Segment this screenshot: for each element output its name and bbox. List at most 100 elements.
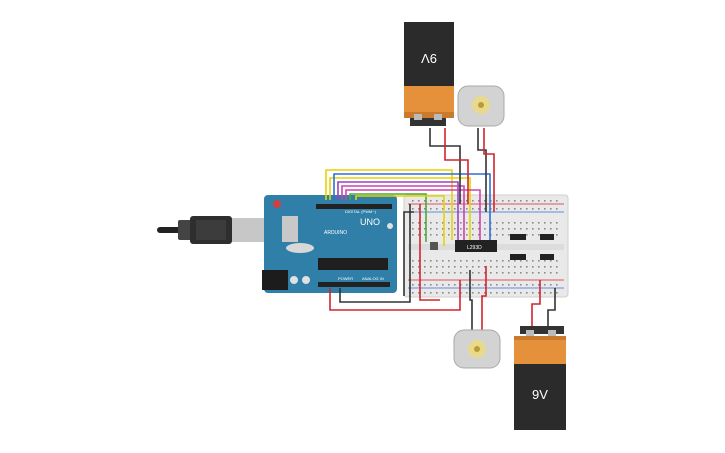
breadboard-hole (496, 260, 498, 262)
breadboard-hole (418, 200, 420, 202)
breadboard-hole (496, 266, 498, 268)
usb-cable[interactable] (157, 216, 270, 244)
breadboard-hole (478, 292, 480, 294)
breadboard-hole (454, 272, 456, 274)
breadboard-hole (526, 228, 528, 230)
breadboard-hole (484, 292, 486, 294)
breadboard-hole (418, 272, 420, 274)
breadboard-hole (556, 272, 558, 274)
breadboard-hole (520, 292, 522, 294)
breadboard-hole (532, 222, 534, 224)
breadboard-hole (430, 208, 432, 210)
breadboard-hole (466, 272, 468, 274)
breadboard-hole (418, 222, 420, 224)
breadboard-hole (538, 208, 540, 210)
breadboard-hole (448, 272, 450, 274)
breadboard-hole (430, 284, 432, 286)
breadboard-hole (514, 208, 516, 210)
breadboard-hole (550, 260, 552, 262)
breadboard-hole (502, 284, 504, 286)
reset-button[interactable] (273, 200, 281, 208)
arduino-brand: ARDUINO (324, 230, 347, 236)
breadboard-hole (472, 200, 474, 202)
breadboard-hole (502, 260, 504, 262)
breadboard-hole (454, 208, 456, 210)
breadboard-hole (484, 260, 486, 262)
breadboard-hole (550, 266, 552, 268)
breadboard-hole (520, 222, 522, 224)
breadboard-hole (478, 284, 480, 286)
breadboard-hole (514, 200, 516, 202)
breadboard-hole (424, 272, 426, 274)
breadboard-hole (466, 266, 468, 268)
breadboard-hole (496, 272, 498, 274)
breadboard-hole (412, 222, 414, 224)
power-wires (329, 128, 556, 332)
breadboard-hole (556, 266, 558, 268)
breadboard-hole (550, 292, 552, 294)
battery-bottom[interactable]: 9V (514, 326, 566, 430)
breadboard-hole (502, 208, 504, 210)
breadboard-hole (526, 272, 528, 274)
breadboard-hole (538, 266, 540, 268)
breadboard-hole (538, 222, 540, 224)
breadboard-hole (448, 222, 450, 224)
breadboard-hole (556, 222, 558, 224)
breadboard-hole (514, 266, 516, 268)
breadboard-hole (430, 272, 432, 274)
breadboard-hole (430, 234, 432, 236)
breadboard-hole (508, 200, 510, 202)
breadboard-hole (526, 208, 528, 210)
breadboard-hole (532, 260, 534, 262)
breadboard-hole (430, 292, 432, 294)
motor-top[interactable] (457, 85, 505, 127)
breadboard-hole (412, 284, 414, 286)
breadboard-hole (442, 272, 444, 274)
breadboard-hole (430, 266, 432, 268)
breadboard-hole (436, 200, 438, 202)
breadboard-hole (502, 222, 504, 224)
breadboard-hole (478, 200, 480, 202)
breadboard-hole (448, 234, 450, 236)
push-button[interactable] (430, 242, 438, 250)
breadboard-hole (508, 208, 510, 210)
l293d-chip[interactable] (455, 240, 497, 252)
breadboard-hole (508, 292, 510, 294)
breadboard-hole (526, 200, 528, 202)
breadboard-hole (460, 260, 462, 262)
breadboard-hole (460, 234, 462, 236)
motor-bottom[interactable] (453, 329, 501, 369)
breadboard-hole (526, 292, 528, 294)
battery-top[interactable]: 9V (404, 22, 454, 126)
breadboard-hole (448, 200, 450, 202)
breadboard-hole (478, 266, 480, 268)
breadboard-hole (514, 260, 516, 262)
breadboard-hole (466, 292, 468, 294)
breadboard-hole (424, 284, 426, 286)
arduino-uno-board[interactable]: UNO ARDUINO DIGITAL (PWM~) POWER ANALOG … (262, 195, 397, 293)
signal-wires (325, 169, 491, 246)
breadboard-hole (550, 284, 552, 286)
breadboard-hole (478, 222, 480, 224)
breadboard-hole (556, 234, 558, 236)
breadboard-hole (424, 208, 426, 210)
breadboard-hole (556, 200, 558, 202)
breadboard-hole (418, 284, 420, 286)
breadboard-hole (520, 266, 522, 268)
breadboard-hole (424, 222, 426, 224)
breadboard-hole (538, 234, 540, 236)
breadboard-hole (472, 234, 474, 236)
breadboard-hole (496, 208, 498, 210)
breadboard-hole (478, 272, 480, 274)
breadboard-hole (418, 266, 420, 268)
l293d-label: L293D (467, 245, 482, 251)
breadboard-hole (412, 260, 414, 262)
breadboard-hole (442, 222, 444, 224)
breadboard-hole (532, 272, 534, 274)
breadboard-hole (472, 266, 474, 268)
breadboard-hole (514, 292, 516, 294)
breadboard-hole (550, 200, 552, 202)
breadboard-hole (544, 266, 546, 268)
breadboard-hole (496, 234, 498, 236)
breadboard-hole (466, 234, 468, 236)
